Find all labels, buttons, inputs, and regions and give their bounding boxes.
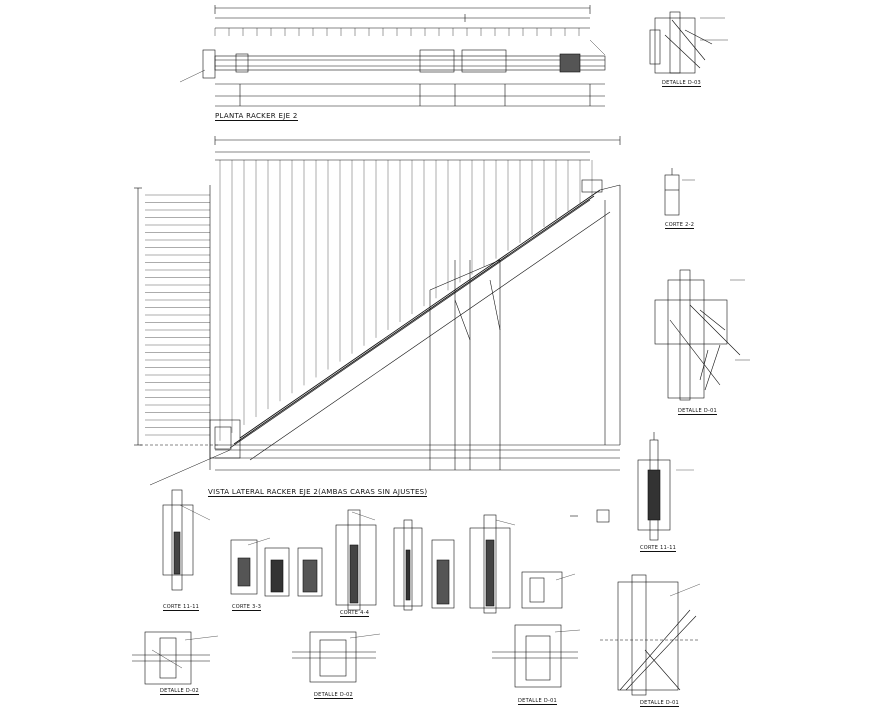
bottom-details (132, 574, 700, 696)
corte-2-2-title: CORTE 2-2 (665, 222, 695, 229)
callout-leaders (179, 469, 701, 641)
detail-d01-top-title: DETALLE D-01 (678, 408, 718, 415)
detail-d02-mid-title: DETALLE D-02 (314, 692, 354, 699)
detail-d03 (649, 11, 728, 74)
corte-11-11-right (570, 432, 671, 541)
bottom-sections (162, 489, 563, 614)
corte-3-3-title: CORTE 3-3 (232, 604, 262, 611)
corte-11-11-left-title: CORTE 11-11 (163, 604, 200, 611)
plan-view (179, 5, 606, 107)
plan-title: PLANTA RACKER EJE 2 (215, 112, 298, 121)
corte-4-4-title: CORTE 4-4 (340, 610, 370, 617)
detail-d01-upper (654, 269, 750, 401)
elevation-view (134, 136, 621, 486)
elevation-title: VISTA LATERAL RACKER EJE 2(AMBAS CARAS S… (208, 488, 428, 497)
detail-d01-right-title: DETALLE D-01 (640, 700, 680, 707)
detail-d01-mid-title: DETALLE D-01 (518, 698, 558, 705)
detail-d02-left-title: DETALLE D-02 (160, 688, 200, 695)
corte-11-11-right-title: CORTE 11-11 (640, 545, 677, 552)
corte-2-2 (664, 168, 695, 216)
detail-d03-title: DETALLE D-03 (662, 80, 702, 87)
